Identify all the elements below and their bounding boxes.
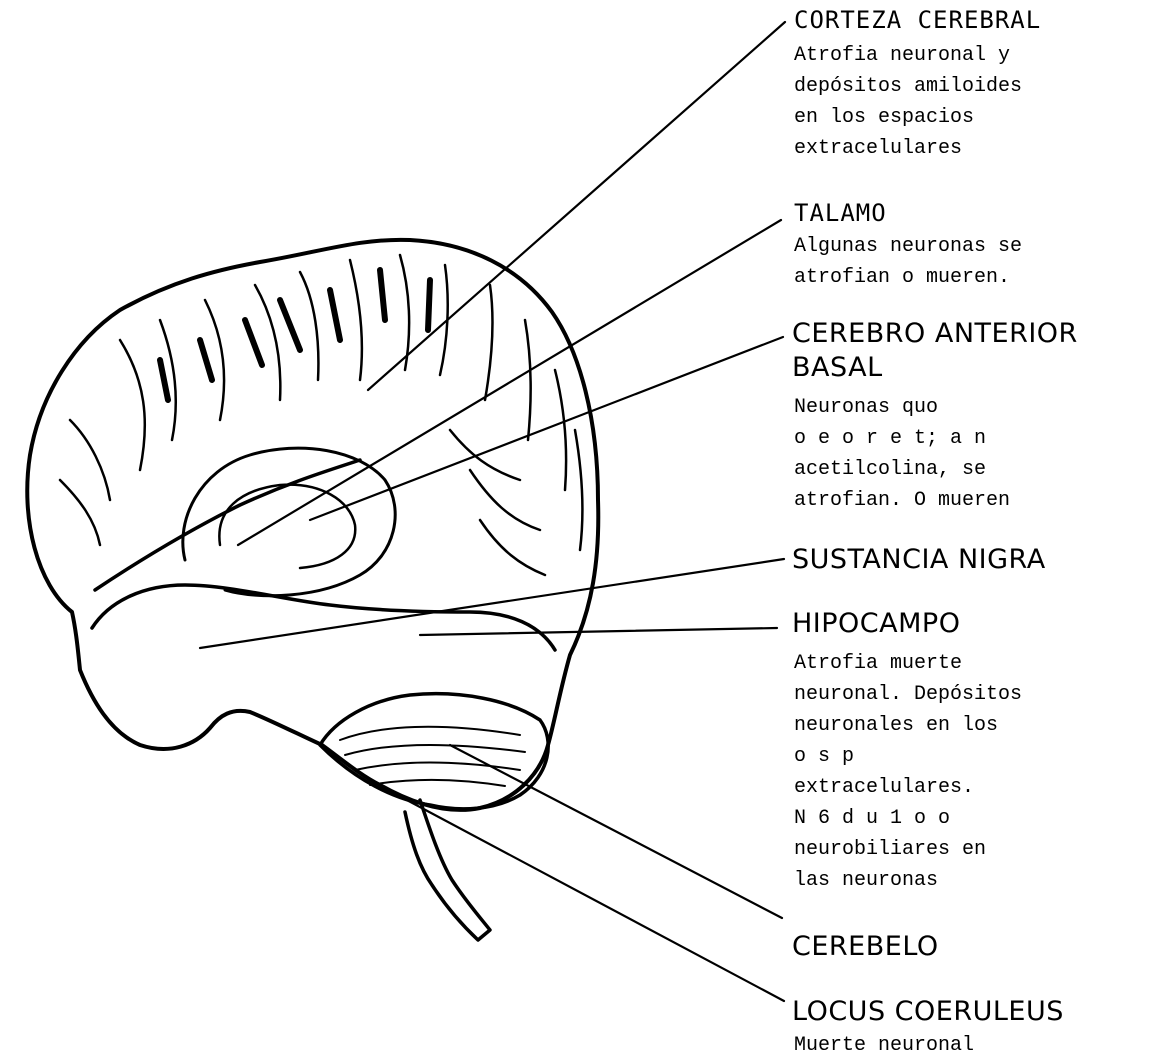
hipocampo-line-7: neurobiliares en	[794, 834, 1160, 865]
brain-illustration	[27, 22, 785, 1001]
cerebro-anterior-title: CEREBRO ANTERIOR	[792, 318, 1078, 349]
talamo-line-1: Algunas neuronas se	[794, 231, 1160, 262]
corteza-description: Atrofia neuronal y depósitos amiloides e…	[794, 40, 1160, 164]
talamo-description: Algunas neuronas se atrofian o mueren.	[794, 231, 1160, 293]
cerebro-anterior-line-3: acetilcolina, se	[794, 454, 1160, 485]
corteza-line-4: extracelulares	[794, 133, 1160, 164]
talamo-line-2: atrofian o mueren.	[794, 262, 1160, 293]
hipocampo-title: HIPOCAMPO	[792, 608, 960, 639]
hipocampo-line-6: N 6 d u 1 o o	[794, 803, 1160, 834]
hipocampo-description: Atrofia muerte neuronal. Depósitos neuro…	[794, 648, 1160, 896]
hipocampo-line-2: neuronal. Depósitos	[794, 679, 1160, 710]
hipocampo-line-4: o s p	[794, 741, 1160, 772]
cerebro-anterior-description: Neuronas quo o e o r e t; a n acetilcoli…	[794, 392, 1160, 516]
talamo-title: TALAMO	[794, 199, 887, 227]
corteza-line-3: en los espacios	[794, 102, 1160, 133]
locus-line-1: Muerte neuronal	[794, 1030, 1160, 1061]
locus-description: Muerte neuronal	[794, 1030, 1160, 1061]
cerebro-anterior-line-4: atrofian. O mueren	[794, 485, 1160, 516]
cerebro-anterior-title-2: BASAL	[792, 352, 883, 383]
corteza-title: CORTEZA CEREBRAL	[794, 6, 1041, 34]
cerebro-anterior-line-2: o e o r e t; a n	[794, 423, 1160, 454]
hipocampo-line-5: extracelulares.	[794, 772, 1160, 803]
cerebelo-title: CEREBELO	[792, 931, 939, 962]
cerebro-anterior-line-1: Neuronas quo	[794, 392, 1160, 423]
leader-cerebelo	[450, 745, 782, 918]
leader-corteza	[368, 22, 785, 390]
locus-title: LOCUS COERULEUS	[792, 996, 1064, 1027]
hipocampo-line-1: Atrofia muerte	[794, 648, 1160, 679]
corteza-line-2: depósitos amiloides	[794, 71, 1160, 102]
brain-outline	[27, 240, 598, 810]
hipocampo-line-3: neuronales en los	[794, 710, 1160, 741]
corteza-line-1: Atrofia neuronal y	[794, 40, 1160, 71]
hipocampo-line-8: las neuronas	[794, 865, 1160, 896]
sustancia-title: SUSTANCIA NIGRA	[792, 544, 1046, 575]
